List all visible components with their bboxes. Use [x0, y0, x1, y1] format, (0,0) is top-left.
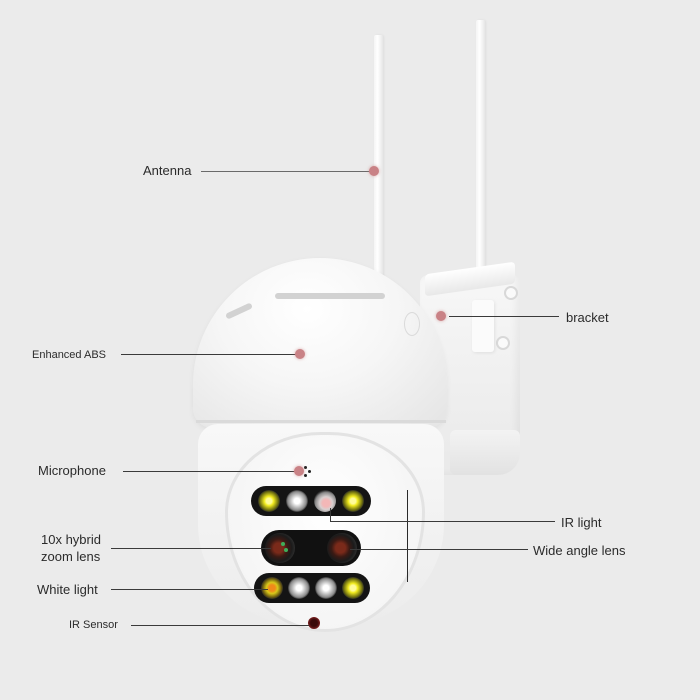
callout-microphone-line [123, 471, 295, 472]
white-light-led [342, 490, 364, 512]
callout-ir-light-line [330, 521, 555, 522]
callout-bracket-label: bracket [566, 310, 609, 325]
white-light-led [341, 577, 364, 599]
dome-vent-slot [275, 293, 385, 299]
white-light-led [260, 577, 283, 599]
callout-antenna-dot [369, 166, 379, 176]
led-bar-bottom [254, 573, 370, 603]
ir-light-led [286, 490, 308, 512]
lens-bar [261, 530, 361, 566]
bracket-screw-top [504, 286, 518, 300]
callout-bracket-dot [436, 311, 446, 321]
callout-bracket-line [449, 316, 559, 317]
dome-housing [193, 258, 447, 428]
callout-white-light-label: White light [37, 582, 98, 597]
antenna-right [476, 20, 485, 350]
callout-enhanced-abs-dot [295, 349, 305, 359]
ir-sensor [308, 617, 320, 629]
antenna-left [374, 35, 383, 280]
callout-antenna-label: Antenna [143, 163, 192, 178]
wide-angle-lens [327, 533, 357, 563]
callout-ir-light-label: IR light [561, 515, 602, 530]
callout-ir-sensor-line [131, 625, 309, 626]
bracket-bottom-foot [450, 430, 520, 475]
callout-zoom-lens-line [111, 548, 271, 549]
callout-white-light-line [111, 589, 268, 590]
ir-light-led [314, 490, 336, 512]
callout-microphone-label: Microphone [38, 463, 106, 478]
callout-enhanced-abs-label: Enhanced ABS [32, 349, 107, 361]
callout-zoom-lens-label-line2: zoom lens [41, 549, 101, 564]
callout-microphone-dot [294, 466, 304, 476]
callout-wide-angle-lens-label: Wide angle lens [533, 543, 626, 558]
callout-enhanced-abs-line [121, 354, 297, 355]
ir-light-led [287, 577, 310, 599]
led-bar-top [251, 486, 371, 516]
white-light-led [258, 490, 280, 512]
face-seam [407, 490, 408, 582]
callout-ir-sensor-label: IR Sensor [69, 619, 118, 631]
microphone-holes [300, 466, 312, 478]
callout-zoom-lens-label-line1: 10x hybrid [41, 532, 101, 547]
callout-wide-angle-lens-line [350, 549, 528, 550]
dome-rim [196, 420, 446, 423]
antenna-right-mount [472, 300, 494, 352]
callout-antenna-line [201, 171, 373, 172]
callout-ir-light-connector [330, 508, 331, 521]
dome-side-button [404, 312, 420, 336]
bracket-screw-middle [496, 336, 510, 350]
ir-light-led [314, 577, 337, 599]
